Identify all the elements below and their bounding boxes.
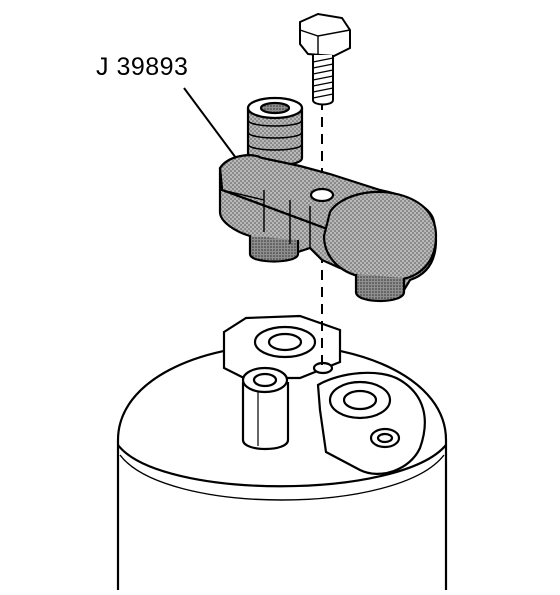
bolt-head-facets bbox=[299, 29, 351, 54]
tool-callout-label: J 39893 bbox=[96, 53, 189, 81]
tool-edge-lines bbox=[263, 190, 311, 248]
tool-right-spigot bbox=[354, 274, 406, 302]
bolt bbox=[299, 12, 351, 106]
tool-j39893 bbox=[218, 96, 438, 302]
tool-right-lobe bbox=[322, 190, 438, 282]
canister-rim bbox=[117, 444, 447, 488]
callout-leader-line bbox=[183, 87, 237, 159]
fitting-cylinder bbox=[241, 382, 290, 450]
tool-left-spigot bbox=[248, 236, 300, 263]
bolt-threads bbox=[312, 57, 334, 99]
fitting-bore bbox=[252, 372, 278, 388]
canister-rim-inner bbox=[119, 454, 445, 501]
port-boss-left-bore-inner bbox=[267, 332, 303, 352]
canister-body bbox=[116, 440, 448, 590]
flange-bolt-hole-inner bbox=[376, 432, 394, 444]
flange-port-inner bbox=[342, 389, 378, 411]
port-boss bbox=[222, 314, 426, 475]
tool-bolt-hole bbox=[309, 187, 335, 203]
